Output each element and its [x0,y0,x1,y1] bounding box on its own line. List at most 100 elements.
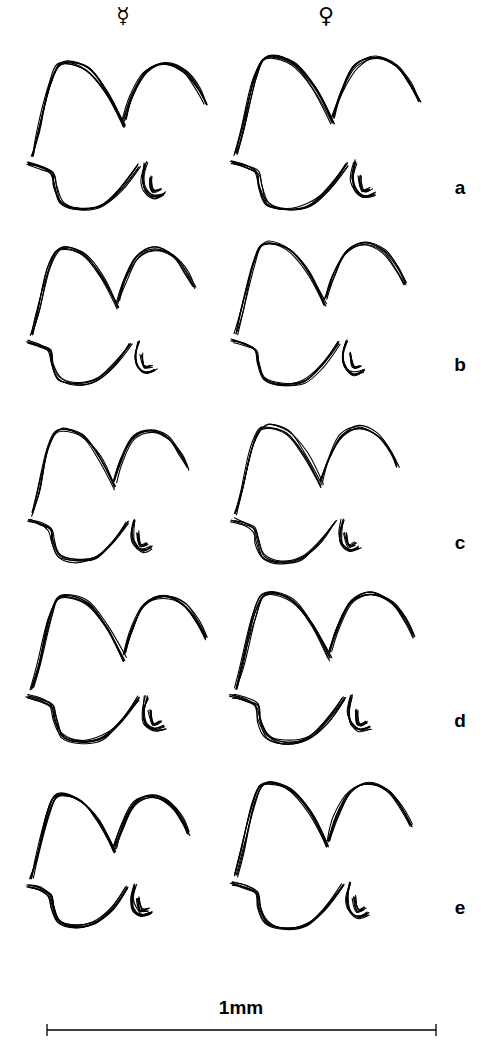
trace-line [342,521,362,550]
panel-letter: e [455,898,466,917]
trace-line [234,518,336,561]
trace-line [236,594,330,689]
trace-line [126,596,208,653]
trace-line [343,341,365,375]
trace-line [238,783,329,877]
trace-line [32,794,115,878]
outline-trace [229,592,414,745]
trace-line [33,62,125,155]
trace-line [330,592,414,650]
trace-line [327,242,407,297]
trace-line [236,243,325,334]
trace-line [151,178,160,191]
trace-line [33,61,125,156]
trace-line [231,164,347,210]
trace-line [327,783,410,841]
outline-trace [26,595,207,744]
trace-line [126,63,206,119]
trace-line [237,592,330,688]
trace-line [125,595,206,653]
trace-line [136,342,155,373]
trace-line [234,428,321,514]
trace-line [33,247,118,335]
trace-line [236,594,330,689]
trace-line [31,793,114,879]
trace-line [29,164,139,211]
trace-line [118,250,196,302]
trace-line [235,592,328,688]
trace-line [234,164,348,210]
trace-line [151,180,161,193]
trace-line [133,885,152,915]
trace-line [32,247,118,334]
trace-line [232,695,346,743]
trace-line [31,597,123,688]
trace-line [238,244,326,335]
trace-line [28,162,138,208]
trace-line [330,784,412,841]
trace-line [350,352,361,368]
trace-line [33,795,115,879]
trace-line [137,533,146,545]
trace-line [30,519,128,560]
trace-line [349,697,371,730]
trace-line [152,176,162,190]
trace-line [355,711,366,725]
outline-trace [231,424,400,564]
trace-line [34,595,127,688]
trace-line [348,882,369,917]
trace-line [120,247,195,301]
trace-line [332,594,415,651]
trace-line [237,241,326,331]
trace-line [321,428,396,481]
trace-line [232,882,344,929]
trace-line [115,796,189,845]
trace-line [334,58,420,118]
trace-line [236,783,327,875]
trace-line [136,342,154,373]
trace-line [26,697,137,742]
trace-line [343,341,363,374]
trace-line [32,595,124,688]
trace-line [33,429,115,513]
scale-label: 1mm [219,998,263,1017]
panel-letter: c [455,533,466,552]
trace-line [32,429,115,512]
trace-line [347,695,369,729]
trace-line [330,594,414,652]
trace-line [150,710,162,725]
outline-trace [231,782,413,930]
trace-line [117,797,190,848]
trace-line [231,161,347,209]
trace-line [334,57,418,116]
trace-line [32,428,115,512]
trace-line [33,62,125,155]
trace-line [131,886,150,916]
trace-line [232,162,347,210]
scale-tick [46,1024,47,1036]
trace-line [352,160,376,196]
outline-trace [231,241,407,386]
trace-line [356,895,364,910]
trace-line [236,428,320,514]
trace-line [115,796,188,847]
trace-line [333,58,419,117]
trace-line [28,887,127,928]
trace-line [143,353,153,366]
trace-line [117,432,189,482]
trace-line [230,695,344,742]
trace-line [231,339,338,383]
trace-line [33,64,125,157]
trace-line [118,251,195,304]
trace-line [31,595,123,688]
trace-line [30,597,124,690]
trace-line [125,64,207,121]
outline-trace [26,247,196,386]
trace-line [123,63,206,118]
trace-line [236,424,322,511]
trace-line [321,425,397,478]
trace-line [28,340,131,382]
trace-line [26,887,125,928]
trace-line [350,353,359,368]
